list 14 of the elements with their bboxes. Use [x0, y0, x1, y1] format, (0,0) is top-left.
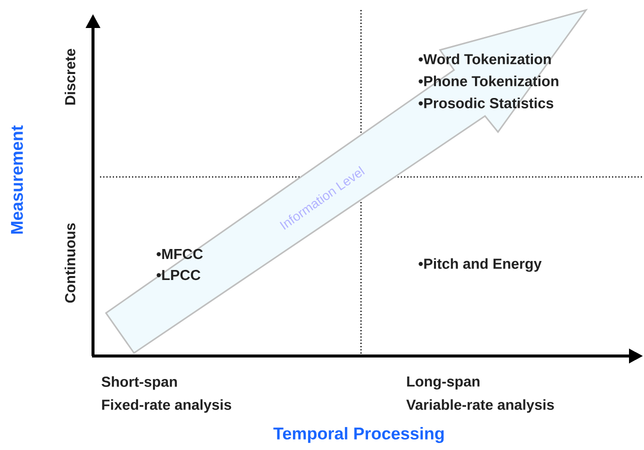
axis-value-label: Discrete: [64, 48, 76, 105]
category-label: Long-span: [407, 376, 480, 390]
axis-value-label: Continuous: [64, 223, 76, 303]
axis-title: Measurement: [11, 125, 23, 234]
category-label: Fixed-rate analysis: [102, 399, 232, 413]
category-label: •LPCC: [156, 270, 200, 280]
category-label: Variable-rate analysis: [406, 399, 554, 413]
category-label: •Phone Tokenization: [418, 76, 558, 86]
axis-title: Temporal Processing: [273, 427, 444, 443]
category-label: •Prosodic Statistics: [418, 98, 554, 108]
category-label: •MFCC: [156, 248, 203, 260]
category-label: •Word Tokenization: [418, 54, 551, 64]
category-label: Short-span: [102, 376, 177, 390]
category-label: •Pitch and Energy: [418, 258, 542, 272]
